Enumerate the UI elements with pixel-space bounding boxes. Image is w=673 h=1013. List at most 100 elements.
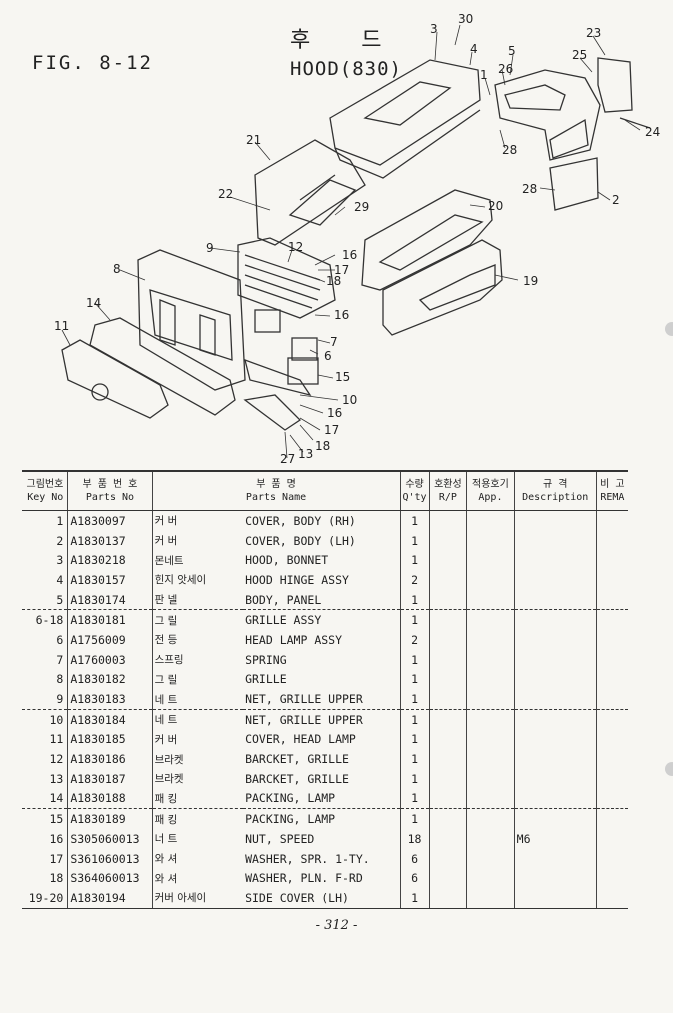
callout-17: 17 [334, 263, 350, 277]
callout-28: 28 [522, 182, 538, 196]
qty-cell: 18 [400, 829, 430, 849]
key-cell: 1 [22, 510, 69, 531]
part-no-cell: S364060013 [67, 868, 153, 889]
korean-name-cell: 그 릴 [154, 614, 178, 627]
english-name-cell: HOOD HINGE ASSY [243, 570, 401, 590]
part-no-cell: A1830187 [67, 768, 153, 789]
app-cell [466, 829, 515, 849]
side-cover-rh [254, 139, 366, 246]
callout-25: 25 [572, 48, 588, 62]
description-cell [514, 510, 597, 531]
rp-cell [429, 689, 468, 710]
app-cell [466, 609, 515, 631]
side-cover-lh [361, 189, 493, 291]
callout-28: 28 [502, 143, 518, 157]
english-name-cell: COVER, BODY (RH) [243, 510, 401, 531]
english-name-cell: BARCKET, GRILLE [243, 749, 401, 769]
korean-name-cell: 패 킹 [152, 788, 244, 810]
korean-name-cell: 커 버 [154, 515, 178, 528]
description-cell [514, 768, 597, 789]
remarks-cell [596, 769, 628, 789]
part-no-cell: A1830182 [67, 669, 153, 690]
key-cell: 3 [22, 550, 69, 571]
english-name-cell: GRILLE [243, 669, 401, 690]
remarks-cell [596, 610, 628, 630]
part-no-cell: A1830097 [67, 510, 153, 531]
remarks-cell [596, 888, 628, 909]
callout-18: 18 [326, 274, 342, 288]
description-cell [514, 689, 597, 710]
callout-15: 15 [335, 370, 351, 384]
remarks-cell [596, 809, 628, 829]
rp-cell [429, 848, 468, 869]
app-cell [466, 589, 515, 611]
callout-5: 5 [508, 44, 516, 58]
english-name-cell: BODY, PANEL [243, 589, 401, 611]
side-cover-lower [382, 239, 503, 336]
remarks-cell [596, 749, 628, 769]
remarks-cell [596, 730, 628, 750]
app-cell [466, 749, 515, 769]
english-name-cell: NET, GRILLE UPPER [243, 709, 401, 730]
korean-name-cell: 브라켓 [154, 773, 184, 786]
qty-cell: 1 [400, 888, 430, 909]
remarks-cell [596, 511, 628, 531]
rp-cell [429, 589, 468, 611]
qty-cell: 6 [400, 868, 430, 889]
korean-name-cell: 브라켓 [154, 753, 184, 766]
callout-14: 14 [86, 296, 102, 310]
rp-cell [429, 788, 468, 810]
bracket-grille [243, 394, 302, 431]
qty-cell: 1 [400, 609, 430, 631]
remarks-cell [596, 829, 628, 849]
rp-cell [429, 729, 468, 750]
part-no-cell: A1760003 [67, 649, 153, 670]
key-cell: 14 [22, 788, 69, 810]
qty-cell: 1 [400, 749, 430, 769]
callout-16: 16 [327, 406, 343, 420]
english-name-cell: COVER, HEAD LAMP [243, 729, 401, 750]
callout-12: 12 [288, 240, 304, 254]
part-no-cell: A1830137 [67, 530, 153, 551]
rp-cell [429, 550, 468, 571]
head-lamp [254, 309, 281, 333]
part-no-cell: A1830183 [67, 689, 153, 710]
remarks-cell [596, 570, 628, 590]
net-grille-lower [244, 358, 312, 397]
callout-1: 1 [480, 68, 488, 82]
qty-cell: 1 [400, 729, 430, 750]
english-name-cell: BARCKET, GRILLE [243, 768, 401, 789]
part-no-cell: A1830186 [67, 749, 153, 769]
key-cell: 2 [22, 530, 69, 551]
korean-name-cell: 몬네트 [154, 554, 184, 567]
rp-cell [429, 829, 468, 849]
callout-16: 16 [342, 248, 358, 262]
key-cell: 12 [22, 749, 69, 769]
description-cell [514, 788, 597, 810]
part-no-cell: A1756009 [67, 630, 153, 650]
description-cell [514, 848, 597, 869]
rp-cell [429, 669, 468, 690]
rp-cell [429, 649, 468, 670]
app-cell [466, 768, 515, 789]
body-panel [494, 69, 601, 161]
callout-6: 6 [324, 349, 332, 363]
description-cell [514, 888, 597, 909]
qty-cell: 1 [400, 550, 430, 571]
app-cell [466, 888, 515, 909]
qty-cell: 1 [400, 709, 430, 730]
description-cell [514, 808, 597, 829]
callout-21: 21 [246, 133, 262, 147]
app-cell [466, 709, 515, 730]
